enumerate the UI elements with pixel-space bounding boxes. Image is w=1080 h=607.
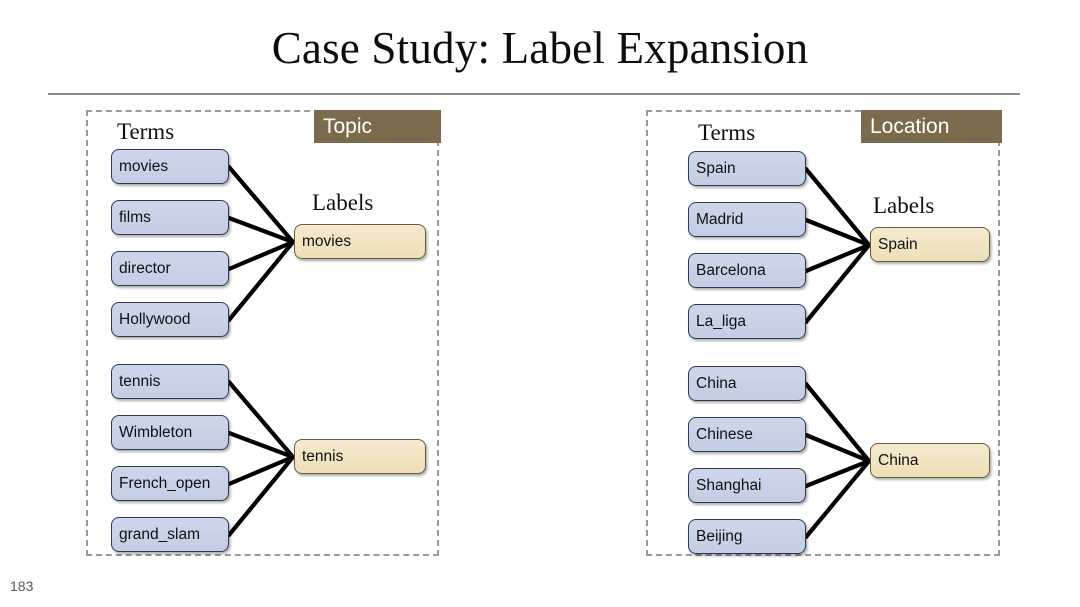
- term-box[interactable]: Shanghai: [688, 468, 806, 503]
- page-number: 183: [10, 578, 34, 594]
- category-bar-topic: Topic: [314, 110, 441, 143]
- page-title: Case Study: Label Expansion: [271, 23, 809, 73]
- term-box[interactable]: Chinese: [688, 417, 806, 452]
- term-box[interactable]: China: [688, 366, 806, 401]
- category-bar-location-label: Location: [870, 115, 950, 138]
- terms-heading-location: Terms: [698, 120, 756, 145]
- term-box[interactable]: French_open: [111, 466, 229, 501]
- term-box[interactable]: Wimbleton: [111, 415, 229, 450]
- term-box[interactable]: grand_slam: [111, 517, 229, 552]
- label-box[interactable]: China: [870, 443, 990, 478]
- term-box[interactable]: tennis: [111, 364, 229, 399]
- panel-topic: Topic Terms Labels movies films director…: [86, 110, 441, 556]
- panel-location: Location Terms Labels Spain Madrid Barce…: [646, 110, 1002, 556]
- labels-heading-topic: Labels: [312, 190, 374, 215]
- term-box[interactable]: Spain: [688, 151, 806, 186]
- term-box[interactable]: Barcelona: [688, 253, 806, 288]
- term-box[interactable]: films: [111, 200, 229, 235]
- term-box[interactable]: movies: [111, 149, 229, 184]
- term-box[interactable]: Madrid: [688, 202, 806, 237]
- title-divider: [48, 93, 1020, 95]
- category-bar-location: Location: [861, 110, 1002, 143]
- terms-heading-topic: Terms: [117, 119, 175, 144]
- labels-heading-location: Labels: [873, 193, 935, 218]
- term-box[interactable]: Beijing: [688, 519, 806, 554]
- label-box[interactable]: tennis: [294, 439, 426, 474]
- term-box[interactable]: Hollywood: [111, 302, 229, 337]
- category-bar-topic-label: Topic: [323, 115, 373, 138]
- term-box[interactable]: director: [111, 251, 229, 286]
- label-box[interactable]: movies: [294, 224, 426, 259]
- label-box[interactable]: Spain: [870, 227, 990, 262]
- term-box[interactable]: La_liga: [688, 304, 806, 339]
